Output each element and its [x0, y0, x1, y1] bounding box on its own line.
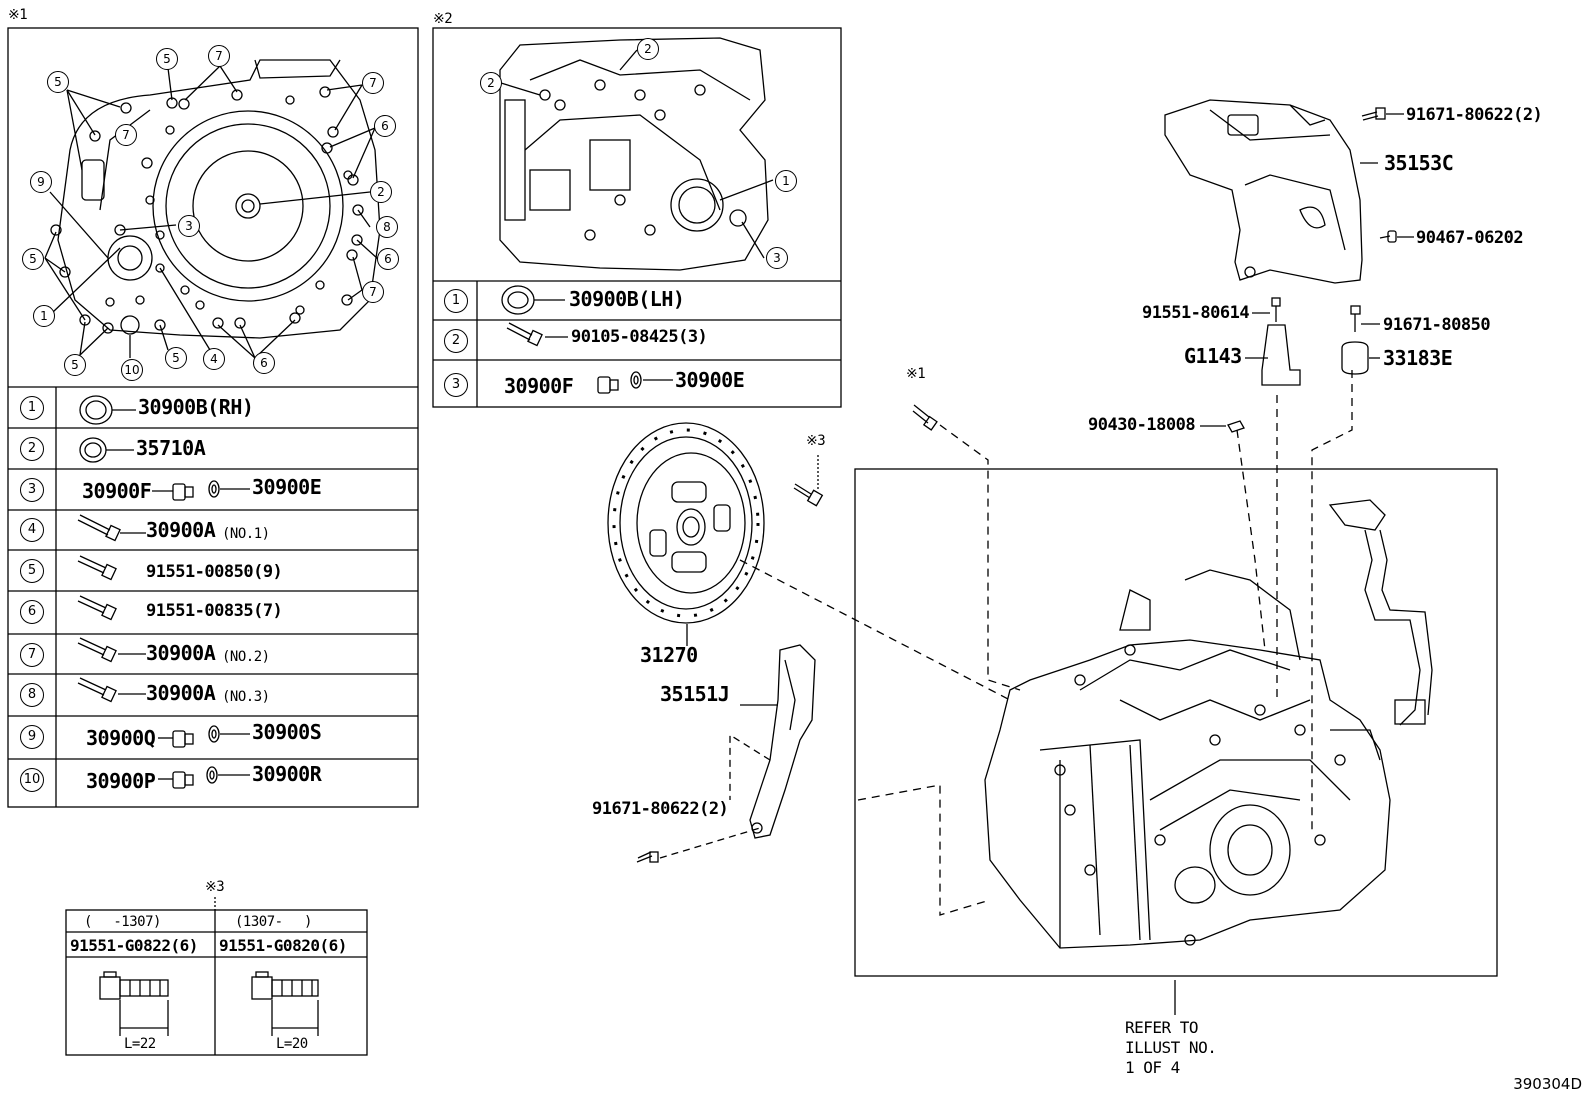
callout-3: 3: [766, 247, 788, 269]
row-num-1: 1: [444, 289, 468, 313]
callout-5: 5: [64, 354, 86, 376]
callout-7: 7: [115, 124, 137, 146]
callout-8: 8: [376, 216, 398, 238]
callout-6: 6: [374, 115, 396, 137]
part-30900F: 30900F: [504, 374, 574, 398]
callout-5: 5: [165, 347, 187, 369]
bolt-table-drawings: [99, 971, 319, 1036]
callout-3: 3: [178, 215, 200, 237]
callout-2: 2: [370, 181, 392, 203]
part-91551-80614: 91551-80614: [1142, 303, 1250, 323]
clutch-disc-drawing: [607, 422, 765, 646]
bolt-ref3: [793, 455, 824, 507]
part-30900R: 30900R: [252, 762, 322, 786]
part-31270: 31270: [640, 643, 698, 667]
refer-note-line2: ILLUST NO.: [1125, 1038, 1217, 1057]
callout-1: 1: [775, 170, 797, 192]
part-33183E: 33183E: [1383, 346, 1453, 370]
row-num-2: 2: [444, 329, 468, 353]
part-91671-80850: 91671-80850: [1383, 315, 1491, 335]
callout-2: 2: [480, 72, 502, 94]
part-30900P: 30900P: [86, 769, 156, 793]
part-91551-00835: 91551-00835(7): [146, 601, 283, 621]
callout-5: 5: [22, 248, 44, 270]
part-91671-80622-left: 91671-80622(2): [592, 799, 729, 819]
mark-ref2-box2: ※2: [433, 11, 453, 27]
main-assembly-frame: [854, 468, 1498, 977]
part-30900A-no2: 30900A: [146, 641, 216, 665]
part-30900E: 30900E: [675, 368, 745, 392]
mark-ref3-bolt: ※3: [806, 433, 826, 449]
transaxle-assembly-drawing: [984, 499, 1433, 1015]
bolt-icons: [77, 514, 146, 703]
bracket-35151j-drawing: [636, 644, 816, 863]
callout-1: 1: [33, 305, 55, 327]
box1-row-icons: [77, 395, 250, 789]
callout-5: 5: [156, 48, 178, 70]
mark-ref1-box1: ※1: [8, 7, 28, 23]
row-num-6: 6: [20, 600, 44, 624]
callout-2: 2: [637, 38, 659, 60]
callout-9: 9: [30, 171, 52, 193]
callout-5: 5: [47, 71, 69, 93]
row-num-2: 2: [20, 437, 44, 461]
mark-ref1-bolt: ※1: [906, 366, 926, 382]
part-30900B-RH: 30900B(RH): [138, 395, 254, 419]
bolt-table-frame: [65, 897, 368, 1056]
note-no1: (NO.1): [222, 526, 270, 542]
diagram-id: 390304D: [1513, 1075, 1582, 1093]
part-35710A: 35710A: [136, 436, 206, 460]
callout-10: 10: [121, 359, 143, 381]
bolt-table-header-2: (1307- ): [235, 914, 312, 930]
part-30900B-LH: 30900B(LH): [569, 287, 685, 311]
row-num-8: 8: [20, 683, 44, 707]
part-91551-G0822: 91551-G0822(6): [70, 936, 198, 955]
bolt-table-header-1: ( -1307): [84, 914, 161, 930]
box2-row-icons: [501, 285, 673, 394]
part-30900A-no1: 30900A: [146, 518, 216, 542]
part-30900F: 30900F: [82, 479, 152, 503]
part-90105-08425: 90105-08425(3): [571, 327, 708, 347]
row-num-5: 5: [20, 559, 44, 583]
row-num-4: 4: [20, 518, 44, 542]
part-91551-G0820: 91551-G0820(6): [219, 936, 347, 955]
part-91671-80622-top: 91671-80622(2): [1406, 105, 1543, 125]
callout-6: 6: [377, 248, 399, 270]
bolt-length-22: L=22: [124, 1036, 156, 1052]
callout-6: 6: [253, 352, 275, 374]
callout-7: 7: [362, 281, 384, 303]
callout-7: 7: [362, 72, 384, 94]
row-num-10: 10: [20, 768, 44, 792]
callout-4: 4: [203, 348, 225, 370]
row-num-7: 7: [20, 643, 44, 667]
part-30900Q: 30900Q: [86, 726, 156, 750]
part-30900A-no3: 30900A: [146, 681, 216, 705]
part-G1143: G1143: [1184, 344, 1242, 368]
row-num-3: 3: [444, 373, 468, 397]
part-90430-18008: 90430-18008: [1088, 415, 1196, 435]
refer-note-line1: REFER TO: [1125, 1018, 1199, 1037]
callout-7: 7: [208, 45, 230, 67]
note-no3: (NO.3): [222, 689, 270, 705]
mark-ref3-table: ※3: [205, 879, 225, 895]
row-num-3: 3: [20, 478, 44, 502]
bolt-length-20: L=20: [276, 1036, 308, 1052]
part-30900S: 30900S: [252, 720, 322, 744]
box1-frame: [7, 27, 419, 808]
refer-note-line3: 1 OF 4: [1125, 1058, 1180, 1077]
row-num-1: 1: [20, 396, 44, 420]
part-35153C: 35153C: [1384, 151, 1454, 175]
bracket-35153c-drawing: [912, 99, 1414, 433]
transaxle-case-drawing-right: [499, 37, 774, 271]
part-30900E: 30900E: [252, 475, 322, 499]
dashed-leaders: [739, 370, 1353, 916]
part-35151J: 35151J: [660, 682, 730, 706]
note-no2: (NO.2): [222, 649, 270, 665]
transaxle-case-drawing-left: [44, 59, 381, 359]
box2-frame: [432, 27, 842, 408]
part-90467-06202: 90467-06202: [1416, 228, 1524, 248]
row-num-9: 9: [20, 725, 44, 749]
part-91551-00850: 91551-00850(9): [146, 562, 283, 582]
